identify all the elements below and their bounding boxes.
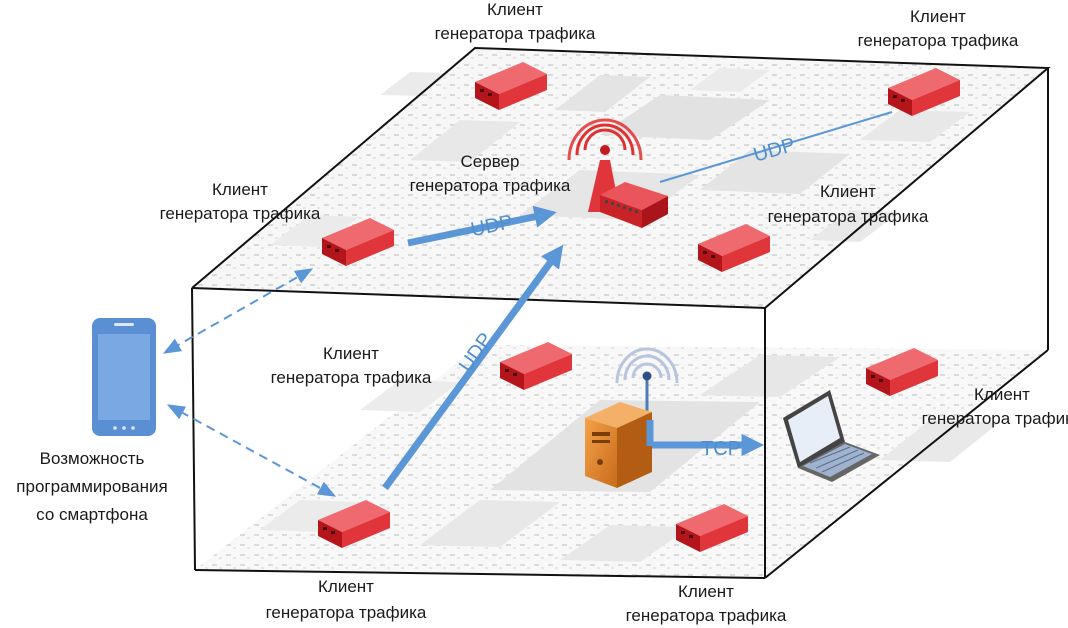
client-device-right-bottom: [866, 348, 938, 396]
svg-text:генератора трафика: генератора трафика: [410, 176, 571, 195]
svg-text:генератора трафика: генератора трафика: [858, 31, 1019, 50]
svg-text:генератора трафика: генератора трафика: [922, 409, 1068, 428]
connections: [162, 111, 893, 497]
label-smartphone: Возможность программирования со смартфон…: [16, 449, 167, 524]
computer-tower-icon: [585, 402, 652, 488]
svg-text:Сервер: Сервер: [461, 152, 520, 171]
tcp-label: TCP: [701, 438, 741, 460]
svg-text:программирования: программирования: [16, 477, 167, 496]
svg-text:Клиент: Клиент: [974, 385, 1030, 404]
client-device-bottom-right: [676, 504, 748, 552]
svg-text:генератора трафика: генератора трафика: [271, 368, 432, 387]
svg-text:генератора трафика: генератора трафика: [626, 606, 787, 625]
smartphone-icon: [92, 318, 156, 436]
label-client-right-top: Клиент генератора трафика: [768, 182, 929, 226]
client-device-middle: [500, 342, 572, 390]
svg-text:генератора трафика: генератора трафика: [768, 207, 929, 226]
svg-text:Клиент: Клиент: [323, 344, 379, 363]
top-face: [192, 48, 1048, 308]
svg-text:Клиент: Клиент: [678, 582, 734, 601]
label-client-left-top: Клиент генератора трафика: [160, 180, 321, 223]
udp-link-right: [659, 111, 893, 183]
svg-text:Клиент: Клиент: [318, 577, 374, 596]
svg-text:генератора трафика: генератора трафика: [160, 204, 321, 223]
svg-text:со смартфона: со смартфона: [36, 505, 148, 524]
wifi-antenna-icon: [615, 347, 679, 420]
client-device-right-top: [698, 224, 770, 272]
client-device-top-right: [888, 68, 960, 116]
server-router-icon: [600, 182, 668, 228]
svg-text:Клиент: Клиент: [820, 182, 876, 201]
phone-link-bottom: [166, 404, 337, 497]
svg-text:Возможность: Возможность: [40, 449, 145, 468]
laptop-icon: [783, 390, 880, 482]
udp-arrow-diag: [382, 244, 564, 491]
client-device-bottom-left: [318, 500, 390, 548]
label-client-bottom-right: Клиент генератора трафика: [626, 582, 787, 625]
udp-arrow-left: [407, 205, 557, 247]
label-client-bottom-left: Клиент генератора трафика: [266, 577, 427, 622]
phone-link-top: [162, 268, 314, 354]
label-client-middle: Клиент генератора трафика: [271, 344, 432, 387]
devices-layer: [318, 62, 960, 552]
svg-text:Клиент: Клиент: [910, 7, 966, 26]
label-client-top-right: Клиент генератора трафика: [858, 7, 1019, 50]
svg-text:Клиент: Клиент: [212, 180, 268, 199]
svg-text:генератора трафика: генератора трафика: [266, 603, 427, 622]
label-server: Сервер генератора трафика: [410, 152, 571, 195]
client-device-left: [322, 218, 394, 266]
client-device-top-center: [475, 62, 547, 110]
label-client-right-bottom: Клиент генератора трафика: [922, 385, 1068, 428]
svg-text:генератора трафика: генератора трафика: [435, 24, 596, 43]
svg-text:Клиент: Клиент: [487, 0, 543, 19]
label-client-top-center: Клиент генератора трафика: [435, 0, 596, 43]
